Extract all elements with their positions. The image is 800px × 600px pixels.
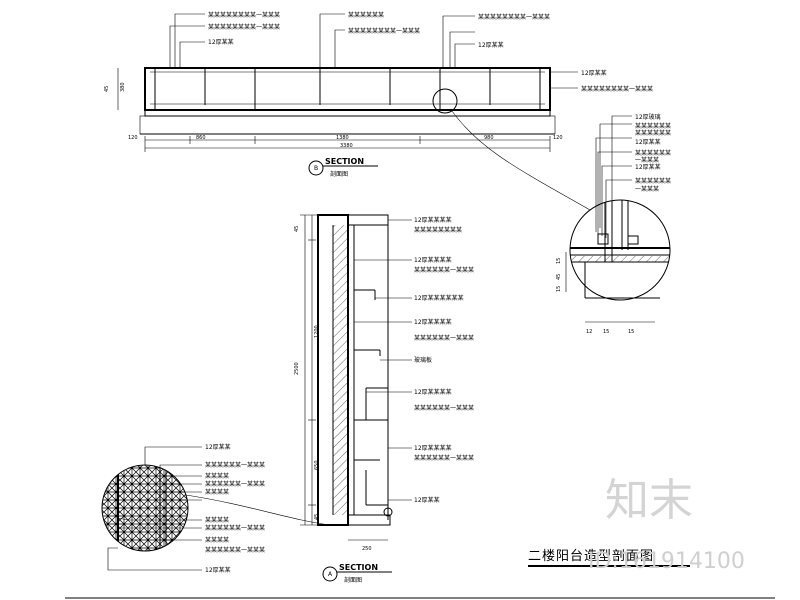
detail-b-dim: 15 (556, 286, 562, 292)
section-a-dim: 250 (362, 546, 372, 552)
section-b-note: 某某某某某某某某一某某某 (208, 12, 280, 19)
section-b-subtitle: 剖面图 (330, 170, 348, 178)
section-a-note: 12厚某某某某 (414, 257, 452, 264)
detail-a-note: 12厚某某 (205, 567, 231, 574)
section-a-note: 12厚某某某某某某 (414, 295, 464, 302)
section-a-dim: 2500 (294, 362, 300, 375)
watermark-id: ID:161914100 (588, 549, 745, 574)
detail-b-note: 某某某某某某 (635, 130, 671, 137)
section-a-note: 12厚某某某某 (414, 445, 452, 452)
section-a-label: A SECTION 剖面图 (322, 563, 392, 584)
section-a-dim: 45 (314, 514, 320, 520)
section-b-note: 12厚某某 (208, 39, 234, 46)
detail-b-note: 12厚玻璃 (635, 113, 661, 121)
drawing-title: 二楼阳台造型剖面图 (528, 549, 654, 564)
section-b-dim: 380 (120, 82, 126, 92)
detail-b-note: 一某某某 (635, 186, 659, 193)
detail-b-note: 某某某某某某 (635, 178, 671, 185)
detail-b-dim: 15 (603, 329, 609, 335)
section-a-dim: 45 (294, 226, 300, 232)
detail-a-note: 某某某某 (205, 489, 229, 496)
section-a-note: 某某某某某某一某某某 (414, 455, 474, 462)
detail-a-note: 某某某某 (205, 517, 229, 524)
section-a-dim: 650 (314, 460, 320, 470)
watermark-logo: 知末 (605, 475, 693, 526)
section-b-title: SECTION (325, 157, 364, 166)
detail-b-drawing (565, 115, 671, 323)
section-a-drawing (185, 214, 412, 541)
section-b-dim: 120 (128, 135, 138, 141)
detail-b-dim: 45 (556, 274, 562, 280)
detail-a-note: 12厚某某 (205, 444, 231, 451)
section-a-note: 玻璃板 (414, 356, 432, 364)
section-b-dim: 980 (484, 135, 494, 141)
detail-b-note: 12厚某某 (635, 139, 661, 146)
section-a-note: 12厚某某 (414, 497, 440, 504)
section-b-dim: 1380 (336, 135, 349, 141)
section-b-note: 某某某某某某某某一某某某 (581, 86, 653, 93)
detail-a-note: 某某某某某某一某某某 (205, 462, 265, 469)
section-a-note: 某某某某某某一某某某 (414, 335, 474, 342)
section-b-note: 某某某某某某某某一某某某 (478, 14, 550, 21)
section-b-dim: 120 (553, 135, 563, 141)
detail-a-note: 某某某某某某一某某某 (205, 525, 265, 532)
section-b-dim: 860 (196, 135, 206, 141)
detail-a-note: 某某某某 (205, 537, 229, 544)
section-b-note: 12厚某某 (478, 42, 504, 49)
section-a-tag: A (328, 571, 333, 578)
detail-b-dim: 15 (628, 329, 634, 335)
detail-a-note: 某某某某 (205, 473, 229, 480)
section-a-title: SECTION (339, 563, 378, 572)
section-b-note: 某某某某某某某某一某某某 (348, 28, 420, 35)
detail-b-dim: 12 (586, 329, 592, 335)
watermark: 知末 ID:161914100 (588, 475, 745, 574)
section-b-tag: B (314, 165, 318, 172)
detail-b-note: 某某某某某某 (635, 123, 671, 130)
section-a-subtitle: 剖面图 (344, 576, 362, 584)
section-b-note: 某某某某某某某某一某某某 (208, 24, 280, 31)
detail-b-note: 某某某某某某 (635, 150, 671, 157)
section-a-note: 某某某某某某一某某某 (414, 267, 474, 274)
detail-b-note: 一某某某 (635, 157, 659, 164)
section-b-drawing (117, 13, 591, 211)
section-a-note: 12厚某某某某 (414, 389, 452, 396)
detail-a-drawing (101, 446, 202, 571)
detail-b-note: 12厚某某 (635, 164, 661, 171)
section-a-note: 某某某某某某某某 (414, 227, 462, 234)
section-b-dim: 45 (104, 86, 110, 92)
detail-a-note: 某某某某某某一某某某 (205, 481, 265, 488)
detail-b-dim: 15 (556, 258, 562, 264)
section-a-note: 12厚某某某某 (414, 217, 452, 224)
section-a-dim: 1200 (314, 325, 320, 338)
section-b-note: 12厚某某 (581, 70, 607, 77)
section-b-note: 某某某某某某 (348, 12, 384, 19)
section-a-note: 某某某某某某一某某某 (414, 405, 474, 412)
section-b-dim-total: 3380 (340, 143, 353, 149)
section-b-label: B SECTION 剖面图 (308, 157, 378, 178)
detail-a-note: 某某某某某某一某某某 (205, 547, 265, 554)
section-a-note: 12厚某某某某 (414, 319, 452, 326)
